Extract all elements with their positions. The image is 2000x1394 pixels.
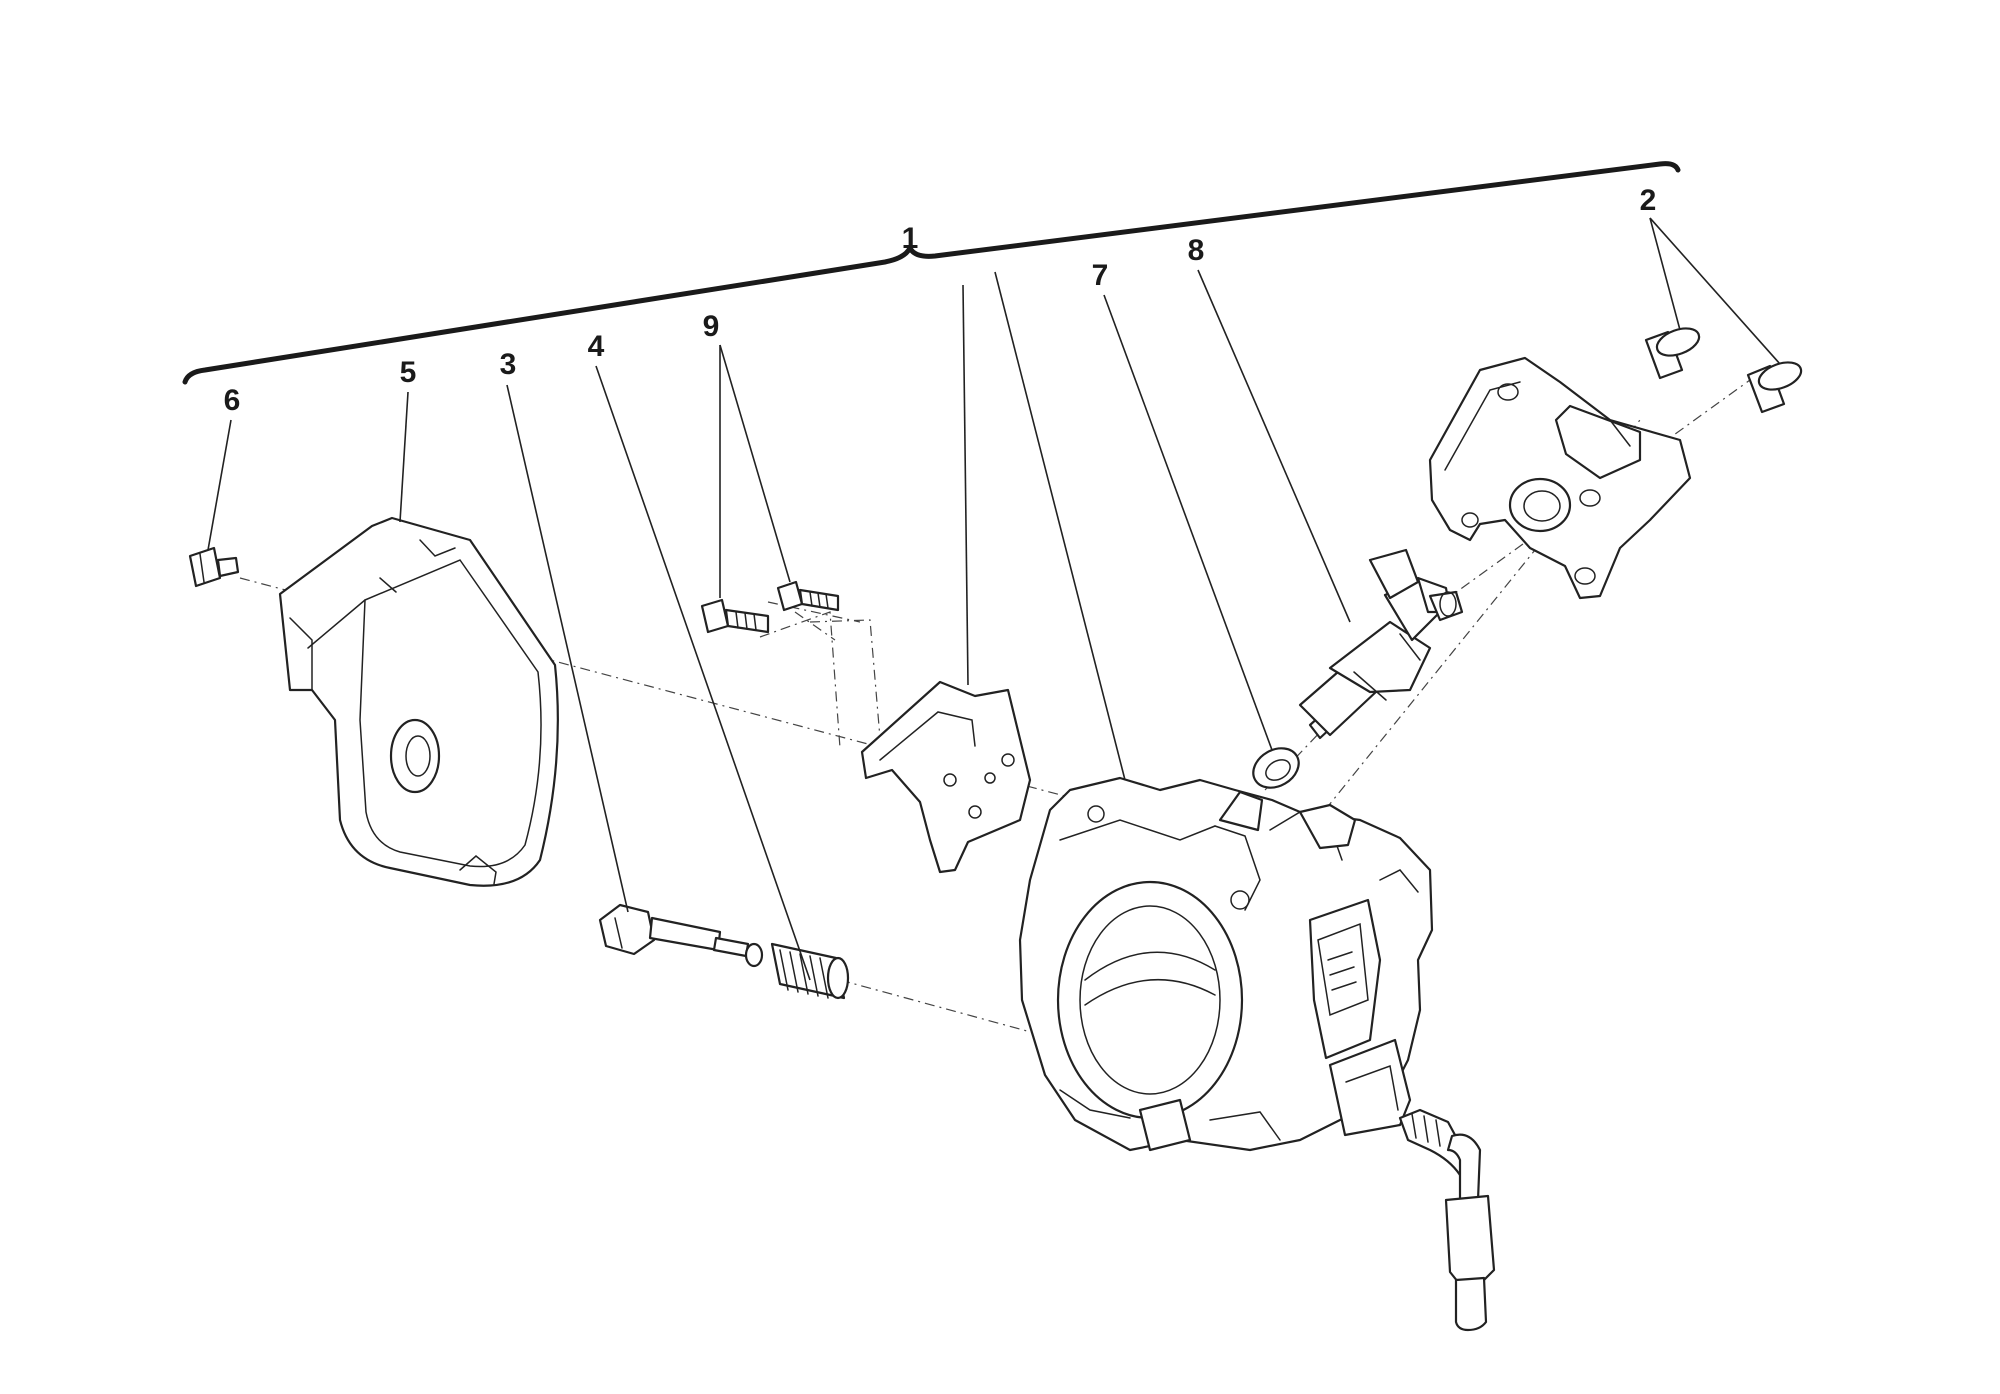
spring [770,942,850,1000]
stop-screw [598,903,750,958]
callout-4: 4 [588,330,605,363]
fuel-rail-connector [1428,356,1692,600]
fuel-injector [1298,548,1464,740]
cover-screw [188,546,240,588]
callout-3: 3 [500,348,517,381]
callout-1: 1 [902,222,919,255]
spring-washer [744,942,764,968]
callout-2: 2 [1640,184,1657,217]
leader-lines [207,217,1781,981]
callout-6: 6 [224,384,241,417]
bracket-screw-upper [776,580,840,612]
o-ring [1252,747,1300,789]
bolt-left [1644,327,1701,380]
throttle-cover [278,516,559,887]
callout-5: 5 [400,356,417,389]
callout-8: 8 [1188,234,1205,267]
throttle-body [1018,776,1434,1152]
bracket-screw-lower [700,598,770,634]
sensor-cable [1398,1108,1496,1332]
lever-bracket [860,680,1032,874]
callout-9: 9 [703,310,720,343]
callout-7: 7 [1092,259,1109,292]
assembly-bracket [182,161,1681,385]
bolt-right [1746,361,1803,414]
